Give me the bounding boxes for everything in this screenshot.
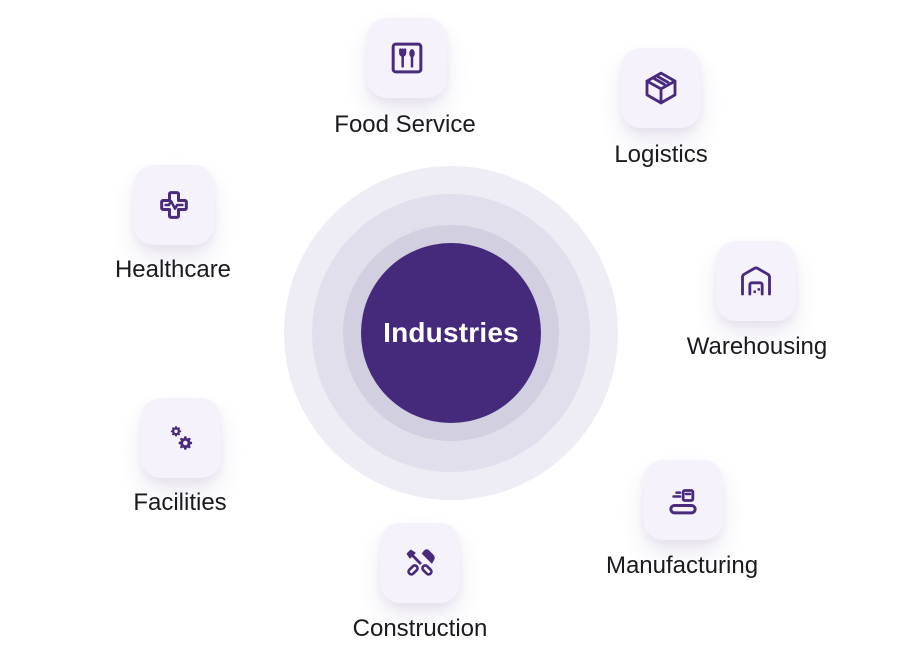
gears-icon	[170, 426, 193, 450]
industry-tile-warehousing[interactable]	[716, 241, 796, 321]
industry-label: Food Service	[334, 111, 476, 138]
industry-label: Warehousing	[686, 333, 828, 360]
hammer-screwdriver-icon	[406, 549, 435, 576]
industry-tile-manufacturing[interactable]	[643, 460, 723, 540]
conveyor-icon	[669, 489, 697, 515]
industry-label: Logistics	[614, 141, 708, 168]
industry-label: Healthcare	[114, 256, 232, 283]
center-label: Industries	[383, 317, 519, 348]
industry-label: Facilities	[133, 489, 227, 516]
warehouse-icon	[741, 266, 771, 296]
package-icon	[645, 71, 677, 105]
industry-tile-logistics[interactable]	[621, 48, 701, 128]
industry-tile-healthcare[interactable]	[134, 165, 214, 245]
industry-tile-food-service[interactable]	[367, 18, 447, 98]
industry-tile-construction[interactable]	[380, 523, 460, 603]
center-circle: Industries	[361, 243, 541, 423]
industry-label: Construction	[352, 615, 488, 642]
medical-cross-pulse-icon	[160, 191, 188, 219]
utensils-icon	[391, 42, 423, 74]
industry-tile-facilities[interactable]	[141, 398, 221, 478]
industry-label: Manufacturing	[605, 552, 759, 579]
